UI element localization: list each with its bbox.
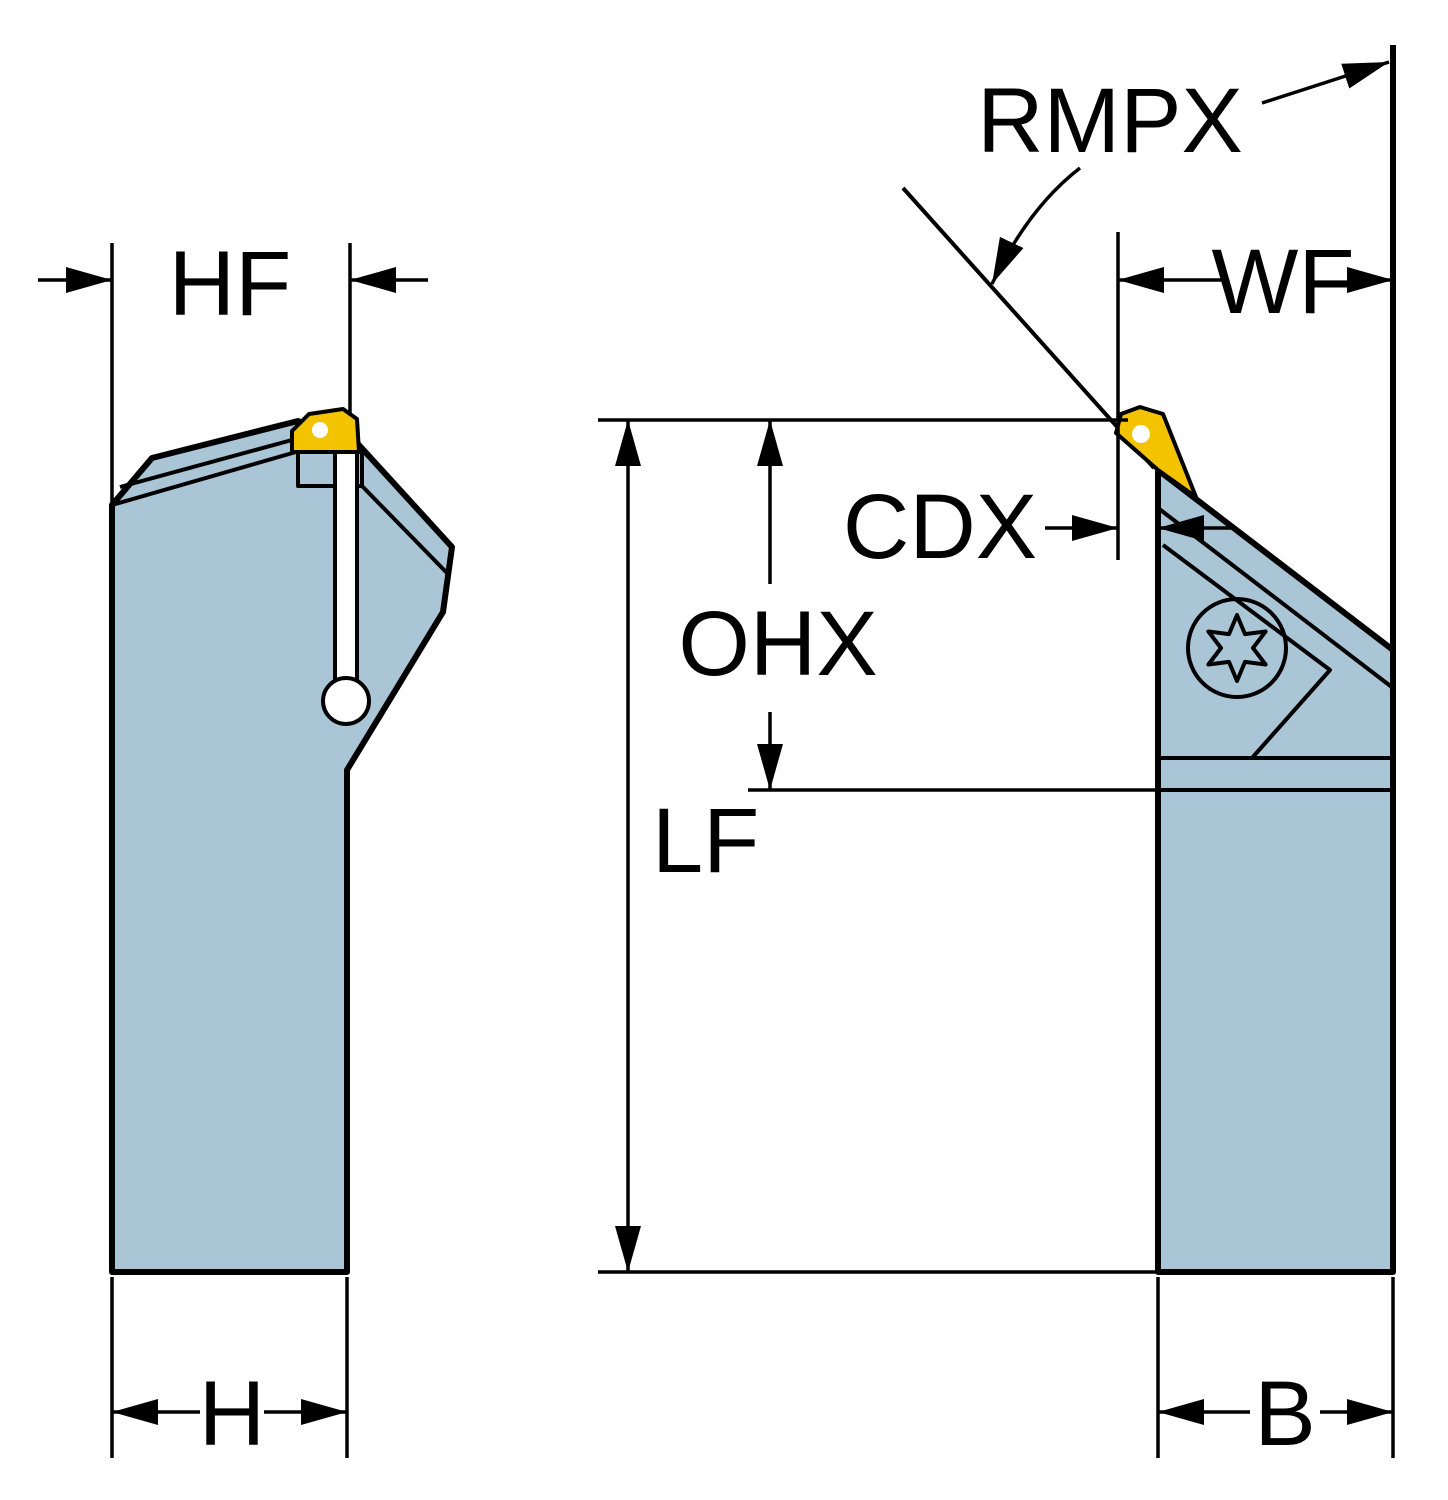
rmpx-leader-arrow	[1261, 60, 1390, 105]
hf-label: HF	[169, 233, 292, 335]
slot-end-hole	[321, 676, 371, 726]
side-view-insert-dimple	[312, 422, 328, 438]
ohx-label: OHX	[678, 593, 877, 695]
side-view-chamfer-line	[111, 450, 297, 507]
side-view-facet-line	[119, 438, 293, 489]
torx-screw-icon	[1206, 613, 1268, 683]
front-view-pocket-line	[1161, 543, 1332, 760]
side-view-seat-line	[360, 484, 450, 576]
lf-label: LF	[652, 790, 759, 892]
front-view-insert-dimple	[1132, 425, 1150, 443]
b-label: B	[1254, 1363, 1315, 1465]
h-label: H	[199, 1363, 265, 1465]
clamp-screw-ring	[1186, 597, 1288, 699]
front-view-body	[1155, 467, 1396, 1275]
clamp-slot	[335, 454, 357, 690]
rmpx-label: RMPX	[977, 70, 1243, 172]
wf-label: WF	[1211, 231, 1354, 333]
side-view-body	[109, 418, 455, 1275]
cdx-label: CDX	[843, 476, 1037, 578]
rmpx-leader-curved-arrow	[990, 166, 1082, 285]
